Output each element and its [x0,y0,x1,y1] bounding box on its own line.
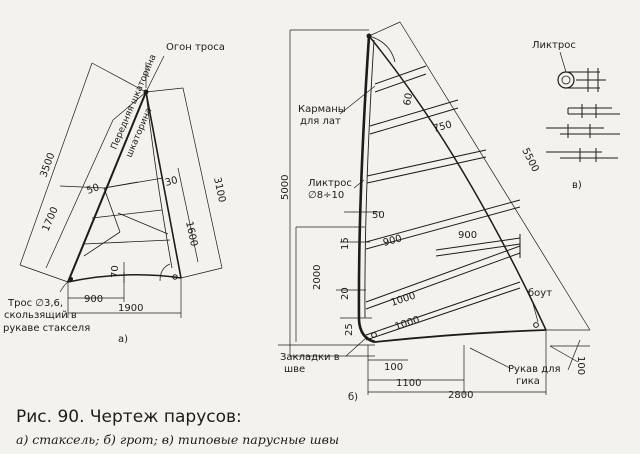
jib-panel-label: а) [118,334,128,345]
main-label-tabs: Закладки в [280,352,340,363]
jib-dimension-lines [19,62,223,318]
jib-drawing: Огон троса Передняя шкаторина шкаторина … [3,42,227,345]
main-tack [371,332,377,338]
main-label-bolt-rope: ∅8÷10 [308,190,344,201]
main-dim-5500: 5500 [519,146,540,174]
seams-bolt-rope-core [561,75,571,85]
jib-tack-arc [159,263,171,282]
jib-dim-3500: 3500 [38,151,57,179]
main-dim-15: 15 [340,237,351,250]
main-batten-pockets [365,65,521,341]
jib-dim-900: 900 [84,294,103,305]
main-leader-tabs [345,337,367,357]
main-clew [533,322,539,328]
main-label-pockets: для лат [300,116,341,127]
jib-dim-70: 70 [110,265,121,278]
main-dim-750: 750 [432,119,453,135]
main-dim-2800: 2800 [448,390,473,401]
seams-seam-1 [567,104,620,118]
main-label-pockets: Карманы [298,104,346,115]
caption-title: Рис. 90. Чертеж парусов: [16,407,242,427]
jib-eye-leader [145,55,165,93]
seams-bolt-rope-section [557,71,575,89]
main-leader-bolt-rope [353,179,365,189]
seams-seam-2 [546,124,620,138]
jib-clew [172,274,178,280]
main-dim-50: 50 [372,210,385,221]
jib-label-luff-rope: рукаве стакселя [3,323,90,334]
seams-drawing: Ликтрос в) [532,40,620,191]
jib-leech-curve [145,91,173,269]
main-label-tabs: шве [284,364,305,375]
main-panel-label: б) [348,392,358,403]
jib-tack [69,277,73,281]
main-dimension-lines [278,21,591,395]
jib-seams [83,177,171,257]
main-dim-60: 60 [402,92,415,106]
jib-foot [67,274,182,283]
jib-dim-50: 50 [85,182,101,197]
seams-bolt-rope-tape [566,68,606,92]
jib-label-luff-rope: Трос ∅3,6, [7,298,63,309]
main-dim-25: 25 [344,323,355,336]
main-luff-inner [364,39,375,319]
jib-dim-1900: 1900 [118,303,143,314]
main-dim-900a: 900 [382,233,403,249]
main-label-bolt-rope: Ликтрос [308,178,352,189]
figure-caption: Рис. 90. Чертеж парусов: а) стаксель; б)… [16,407,339,447]
main-dim-100a: 100 [384,362,403,373]
main-leader-bout [531,299,539,323]
jib-dim-30: 30 [164,175,179,189]
main-dim-5000: 5000 [280,175,291,200]
main-dim-1000b: 1000 [394,315,422,333]
main-label-bout: боут [528,288,552,299]
jib-luff [67,91,147,283]
seams-panel-label: в) [572,180,582,191]
jib-dim-3100: 3100 [211,176,227,203]
caption-subtitle: а) стаксель; б) грот; в) типовые парусны… [16,432,339,447]
main-dim-1100: 1100 [396,378,421,389]
main-leader-pockets [339,85,376,115]
jib-luff-rope-leader [59,281,69,293]
main-leech-curve [368,35,396,63]
jib-dim-1700: 1700 [41,205,61,233]
main-leech [368,35,547,331]
main-foot [374,329,547,343]
main-dim-2000: 2000 [312,265,323,290]
jib-dim-1600: 1600 [183,220,199,247]
main-leader-sleeve [469,347,511,369]
main-label-sleeve: гика [516,376,540,387]
jib-leech [145,91,182,279]
main-head-eye [366,33,372,39]
seams-label-bolt-rope: Ликтрос [532,40,576,51]
main-dim-20: 20 [340,287,351,300]
main-label-sleeve: Рукав для [508,364,561,375]
main-luff [357,35,376,344]
jib-label-luff-rope: скользящий в [4,310,77,321]
seams-bolt-rope-leader [559,51,567,73]
main-dim-100b: 100 [575,356,586,375]
mainsail-drawing: Карманы для лат Ликтрос ∅8÷10 5000 5500 … [278,21,591,403]
jib-label-rope-eye: Огон троса [166,42,225,53]
main-dim-900b: 900 [458,230,477,241]
seams-seam-3 [546,148,618,162]
main-dim-1000a: 1000 [390,291,418,309]
